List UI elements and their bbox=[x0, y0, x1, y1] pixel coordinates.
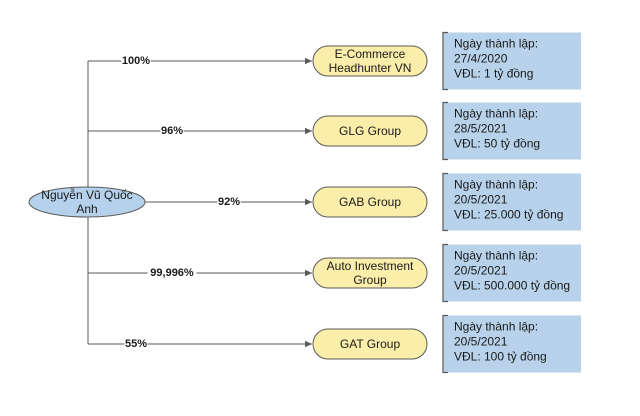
info-box-bracket bbox=[442, 172, 448, 232]
percent-label-bg bbox=[124, 337, 148, 351]
ownership-percent: 55% bbox=[125, 338, 147, 350]
percent-label-bg bbox=[121, 54, 151, 68]
root-label: Nguyễn Vũ Quốc bbox=[41, 187, 132, 202]
ownership-percent: 100% bbox=[122, 55, 150, 67]
company-name: Headhunter VN bbox=[329, 61, 412, 75]
company-name: GAT Group bbox=[340, 337, 401, 351]
company-name: GAB Group bbox=[339, 195, 401, 209]
company-info-line: VĐL: 500.000 tỷ đồng bbox=[454, 279, 570, 293]
company-pill bbox=[312, 257, 428, 289]
company-info-line: VĐL: 25.000 tỷ đồng bbox=[454, 208, 563, 222]
ownership-percent: 96% bbox=[161, 125, 183, 137]
root-label: Anh bbox=[76, 202, 97, 216]
company-pill bbox=[312, 45, 428, 77]
percent-label-bg bbox=[147, 266, 197, 280]
info-box bbox=[443, 32, 581, 90]
ownership-percent: 99,996% bbox=[150, 267, 194, 279]
company-name: E-Commerce bbox=[335, 47, 406, 61]
info-box-bracket bbox=[442, 243, 448, 303]
company-pill bbox=[312, 186, 428, 218]
company-name: GLG Group bbox=[339, 124, 401, 138]
company-info-line: 28/5/2021 bbox=[454, 122, 508, 136]
company-info-line: VĐL: 1 tỷ đồng bbox=[454, 67, 533, 81]
company-info-line: VĐL: 50 tỷ đồng bbox=[454, 137, 540, 151]
percent-label-bg bbox=[160, 124, 184, 138]
connectors: 100% 96% 92% 99,996% 55% bbox=[87, 54, 312, 351]
root-ellipse bbox=[28, 186, 146, 218]
company-info-line: Ngày thành lập: bbox=[454, 320, 538, 334]
info-box bbox=[443, 244, 581, 302]
company-info-line: VĐL: 100 tỷ đồng bbox=[454, 350, 547, 364]
company-info-line: 20/5/2021 bbox=[454, 193, 508, 207]
company-info-line: Ngày thành lập: bbox=[454, 37, 538, 51]
info-box-bracket bbox=[442, 101, 448, 161]
company-info-line: Ngày thành lập: bbox=[454, 249, 538, 263]
company-name: Group bbox=[353, 273, 387, 287]
company-pill bbox=[312, 115, 428, 147]
info-box bbox=[443, 315, 581, 373]
info-box-bracket bbox=[442, 31, 448, 91]
company-info-line: 27/4/2020 bbox=[454, 52, 508, 66]
company-pill bbox=[312, 328, 428, 360]
percent-label-bg bbox=[217, 195, 241, 209]
company-info-line: 20/5/2021 bbox=[454, 335, 508, 349]
company-info-line: Ngày thành lập: bbox=[454, 107, 538, 121]
company-info-line: Ngày thành lập: bbox=[454, 178, 538, 192]
ownership-percent: 92% bbox=[218, 196, 240, 208]
company-name: Auto Investment bbox=[327, 259, 414, 273]
info-box-bracket bbox=[442, 314, 448, 374]
company-info-line: 20/5/2021 bbox=[454, 264, 508, 278]
info-box bbox=[443, 173, 581, 231]
info-box bbox=[443, 102, 581, 160]
